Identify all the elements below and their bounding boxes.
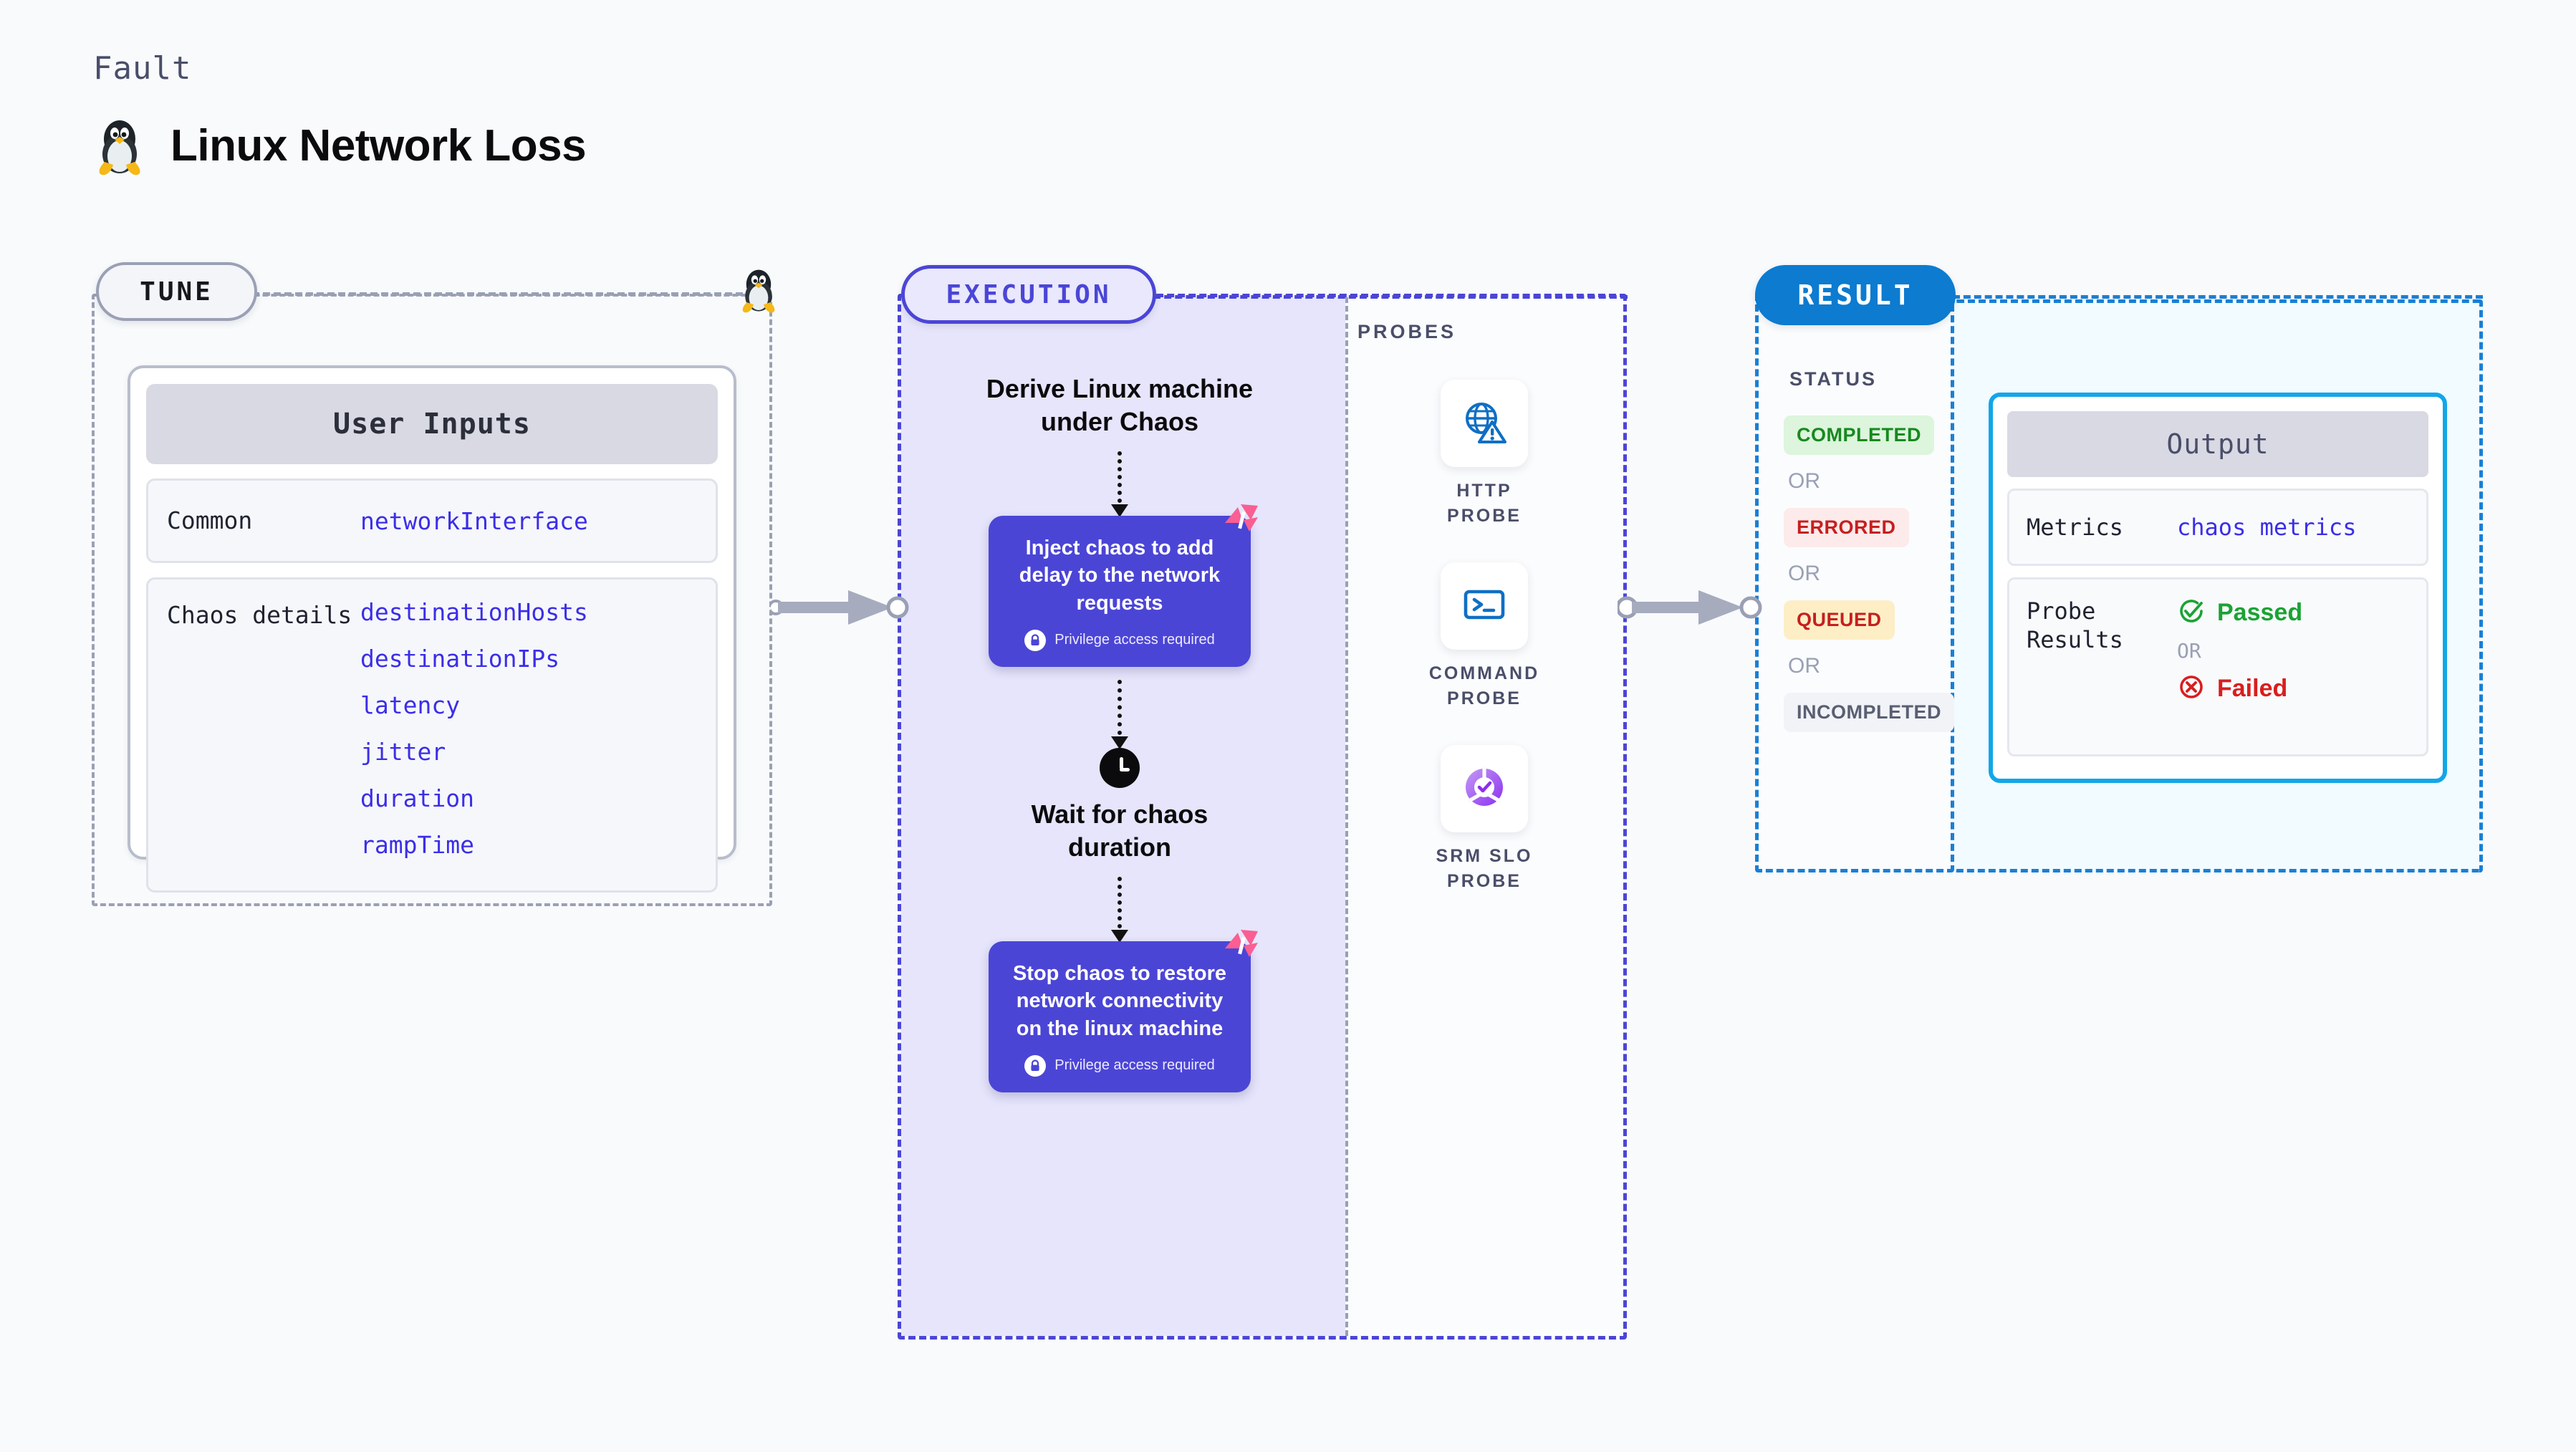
flow-arrow-1	[1111, 451, 1128, 518]
privilege-note-text: Privilege access required	[1054, 1057, 1215, 1074]
chaos-step-stop-card[interactable]: Stop chaos to restore network connectivi…	[989, 930, 1258, 1092]
flow-arrow-3	[1111, 877, 1128, 943]
output-metrics-value[interactable]: chaos metrics	[2177, 514, 2357, 541]
harness-logo-icon	[1222, 927, 1261, 965]
probe-label: HTTP PROBE	[1447, 481, 1522, 526]
user-inputs-card: User Inputs Common networkInterface Chao…	[128, 365, 736, 893]
flow-step-derive-label: Derive Linux machine under Chaos	[986, 374, 1254, 437]
result-header-dashed-line	[1953, 295, 2483, 299]
probe-result-failed: Failed	[2177, 673, 2302, 705]
page-title: Linux Network Loss	[170, 120, 587, 170]
lock-icon	[1024, 1054, 1047, 1077]
probe-tile	[1441, 380, 1528, 467]
tune-row-key: Common	[167, 506, 253, 535]
tune-param[interactable]: networkInterface	[360, 506, 588, 535]
privilege-note: Privilege access required	[1004, 1054, 1235, 1077]
status-or-label: OR	[1788, 562, 1820, 585]
connector-tune-to-execution	[768, 586, 914, 633]
srm-slo-icon	[1461, 764, 1508, 814]
chaos-step-title: Inject chaos to add delay to the network…	[1019, 537, 1221, 615]
probe-result-or-label: OR	[2177, 639, 2201, 663]
tune-param[interactable]: rampTime	[360, 831, 474, 859]
x-circle-icon	[2177, 673, 2206, 705]
lock-icon	[1024, 629, 1047, 651]
chaos-step-title: Stop chaos to restore network connectivi…	[1012, 962, 1227, 1040]
execution-header-dashed-line	[1153, 295, 1628, 299]
harness-logo-icon	[1222, 501, 1261, 539]
probe-label: SRM SLO PROBE	[1436, 846, 1533, 891]
probe-item-srm-slo[interactable]: SRM SLO PROBE	[1436, 745, 1533, 893]
status-or-label: OR	[1788, 654, 1820, 678]
linux-penguin-icon-small	[738, 264, 779, 319]
probe-result-failed-label: Failed	[2217, 675, 2288, 702]
flow-arrow-2	[1111, 679, 1128, 749]
probe-result-passed: Passed	[2177, 597, 2302, 629]
flow-step-wait-label: Wait for chaos duration	[1031, 799, 1208, 862]
probe-tile	[1440, 562, 1528, 650]
status-badge-queued: QUEUED	[1784, 600, 1895, 640]
probe-label: COMMAND PROBE	[1428, 663, 1540, 708]
check-circle-icon	[2177, 597, 2206, 629]
probes-inner-panel	[1345, 297, 1630, 1336]
probe-result-options: Passed OR Failed	[2177, 597, 2302, 705]
tune-param[interactable]: destinationIPs	[360, 645, 560, 673]
status-badge-completed: COMPLETED	[1784, 415, 1935, 455]
status-section-label: STATUS	[1789, 368, 1877, 390]
execution-stage-pill[interactable]: EXECUTION	[901, 265, 1156, 324]
probe-result-passed-label: Passed	[2217, 599, 2303, 626]
tune-param[interactable]: latency	[360, 691, 461, 719]
fault-title-row: Linux Network Loss	[93, 115, 587, 176]
output-card-title: Output	[2007, 411, 2428, 477]
globe-warning-icon	[1461, 398, 1508, 449]
probe-item-command[interactable]: COMMAND PROBE	[1429, 562, 1539, 711]
connector-execution-to-result	[1615, 586, 1768, 633]
user-inputs-title: User Inputs	[146, 384, 718, 464]
terminal-icon	[1461, 581, 1508, 632]
chaos-step-inject-card[interactable]: Inject chaos to add delay to the network…	[989, 504, 1258, 667]
execution-flow: Derive Linux machine under Chaos Inject …	[898, 372, 1342, 1092]
tune-param[interactable]: destinationHosts	[360, 598, 588, 626]
probes-list: HTTP PROBE COMMAND PROBE	[1342, 380, 1627, 893]
linux-penguin-icon	[93, 115, 146, 176]
result-stage-pill[interactable]: RESULT	[1755, 265, 1956, 325]
tune-row-values: destinationHosts destinationIPs latency …	[360, 598, 588, 859]
result-stage-container	[1755, 294, 1954, 872]
tune-row-values: networkInterface	[360, 507, 588, 535]
privilege-note-text: Privilege access required	[1054, 632, 1215, 648]
probes-section-label: PROBES	[1357, 321, 1457, 342]
output-row-key: Metrics	[2027, 514, 2123, 541]
tune-header-dashed-line	[252, 292, 754, 296]
tune-row-common: Common networkInterface	[146, 479, 718, 563]
tune-param[interactable]: duration	[360, 784, 474, 812]
tune-row-chaos-details: Chaos details destinationHosts destinati…	[146, 577, 718, 893]
execution-inner-panel	[901, 297, 1345, 1336]
tune-param[interactable]: jitter	[360, 738, 446, 766]
probe-tile	[1441, 745, 1528, 832]
status-badge-incompleted: INCOMPLETED	[1784, 693, 1955, 732]
output-row-metrics: Metrics chaos metrics	[2007, 489, 2428, 566]
status-or-label: OR	[1788, 469, 1820, 493]
status-badge-errored: ERRORED	[1784, 508, 1909, 547]
status-list: COMPLETED OR ERRORED OR QUEUED OR INCOMP…	[1784, 415, 1955, 732]
privilege-note: Privilege access required	[1004, 629, 1235, 651]
clock-icon	[1100, 747, 1140, 788]
fault-eyebrow: Fault	[93, 50, 192, 87]
probe-item-http[interactable]: HTTP PROBE	[1441, 380, 1528, 528]
tune-stage-pill[interactable]: TUNE	[96, 262, 257, 321]
tune-row-key: Chaos details	[167, 601, 352, 629]
